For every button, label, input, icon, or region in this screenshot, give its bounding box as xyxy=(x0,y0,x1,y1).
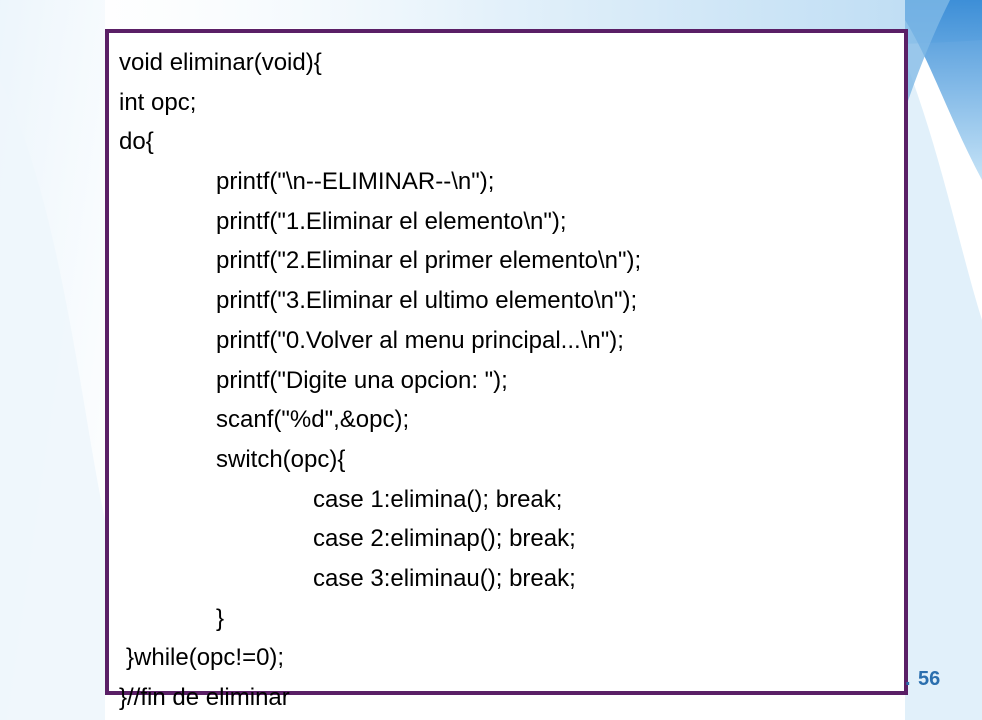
code-line: }//fin de eliminar xyxy=(119,684,290,711)
code-line: printf("Digite una opcion: "); xyxy=(216,366,508,394)
code-line: } xyxy=(216,604,225,632)
code-line: printf("0.Volver al menu principal...\n"… xyxy=(216,326,624,354)
code-line: printf("3.Eliminar el ultimo elemento\n"… xyxy=(216,287,638,315)
code-line: do{ xyxy=(119,128,154,156)
left-curve xyxy=(0,80,105,720)
page-number: 56 xyxy=(918,668,941,690)
code-line: switch(opc){ xyxy=(216,445,346,473)
code-panel: void eliminar(void){ int opc; do{ printf("\… xyxy=(105,29,908,711)
code-line: case 3:eliminau(); break; xyxy=(313,564,576,592)
code-line: scanf("%d",&opc); xyxy=(216,406,410,434)
code-line: case 2:eliminap(); break; xyxy=(313,525,576,553)
code-line: void eliminar(void){ xyxy=(119,49,322,76)
page-number-dot: . xyxy=(905,668,911,690)
code-line: case 1:elimina(); break; xyxy=(313,485,563,513)
code-line: printf("1.Eliminar el elemento\n"); xyxy=(216,207,567,235)
code-line: }while(opc!=0); xyxy=(126,644,285,672)
right-swoosh-accent xyxy=(905,0,950,110)
code-listing: void eliminar(void){ int opc; do{ printf("\… xyxy=(119,43,641,718)
code-line: int opc; xyxy=(119,88,197,116)
right-swoosh-light xyxy=(905,60,982,720)
code-line: printf("\n--ELIMINAR--\n"); xyxy=(216,168,495,196)
code-line: printf("2.Eliminar el primer elemento\n"… xyxy=(216,247,642,275)
